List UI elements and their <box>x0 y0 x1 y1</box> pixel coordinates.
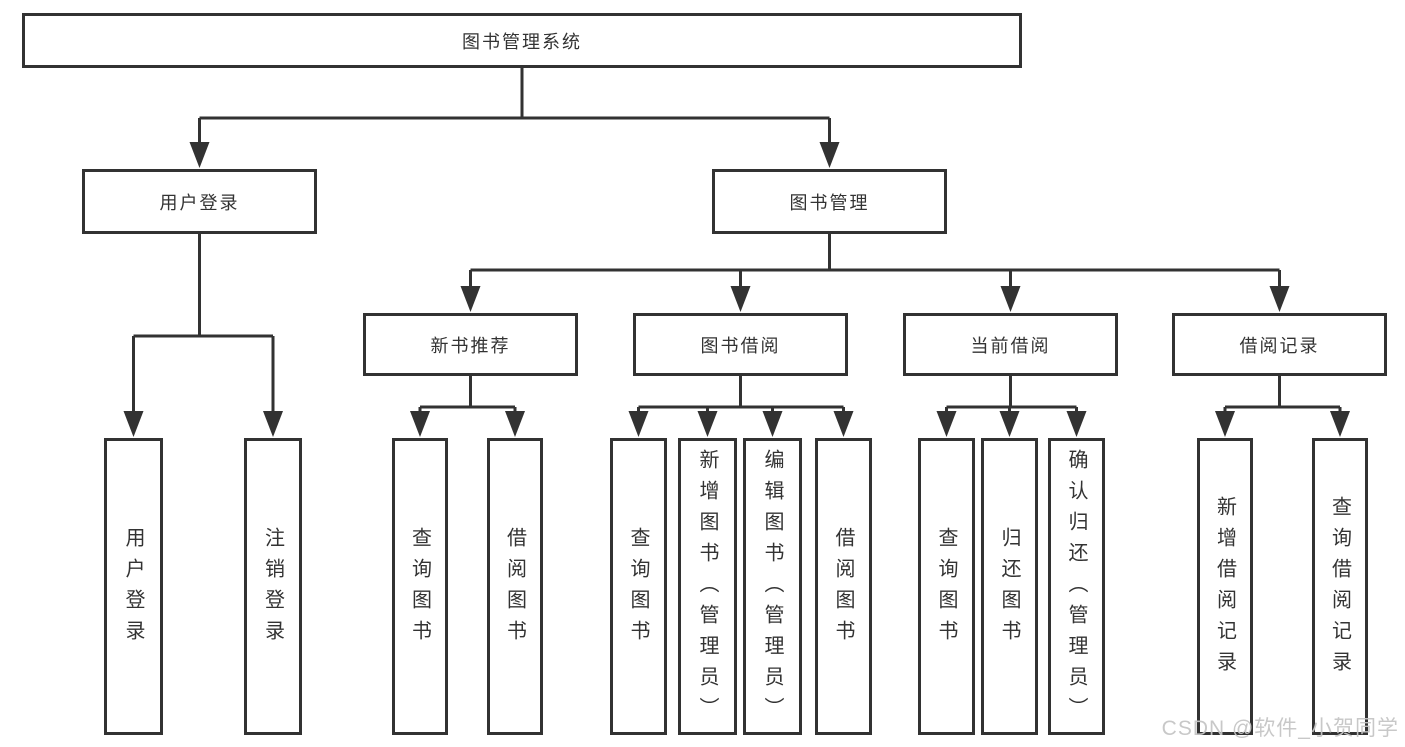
node-library-management-system: 图书管理系统 <box>22 13 1022 68</box>
arrowhead-node-borrow-books-borrowing <box>833 411 854 437</box>
node-confirm-return-admin: 确认归还（管理员） <box>1048 438 1105 735</box>
arrowhead-node-edit-book-admin <box>762 411 783 437</box>
arrowhead-node-current-borrowing <box>1000 286 1021 312</box>
arrowhead-node-logout-leaf <box>263 411 283 437</box>
node-new-book-recommendation: 新书推荐 <box>363 313 578 376</box>
node-return-books: 归还图书 <box>981 438 1038 735</box>
node-borrow-books-borrowing: 借阅图书 <box>815 438 872 735</box>
node-borrow-books-recommend: 借阅图书 <box>487 438 543 735</box>
connector-node-book-management <box>460 234 1290 312</box>
connector-node-user-login-group <box>123 234 283 437</box>
node-add-book-admin: 新增图书（管理员） <box>678 438 737 735</box>
node-logout-leaf: 注销登录 <box>244 438 302 735</box>
arrowhead-node-add-borrowing-record <box>1215 411 1235 437</box>
arrowhead-node-book-borrowing <box>730 286 751 312</box>
connector-node-book-borrowing <box>628 376 854 437</box>
arrowhead-node-confirm-return-admin <box>1066 411 1087 437</box>
node-user-login-leaf: 用户登录 <box>104 438 163 735</box>
arrowhead-node-user-login-leaf <box>123 411 144 437</box>
arrowhead-node-return-books <box>999 411 1020 437</box>
arrowhead-node-user-login-group <box>189 142 210 168</box>
connector-node-new-book-recommendation <box>410 376 525 437</box>
node-borrowing-records: 借阅记录 <box>1172 313 1387 376</box>
connector-node-library-management-system <box>189 68 840 168</box>
watermark: CSDN @软件_小贺同学 <box>1161 717 1399 740</box>
connector-node-current-borrowing <box>936 376 1087 437</box>
arrowhead-node-borrow-books-recommend <box>505 411 525 437</box>
arrowhead-node-query-books-recommend <box>410 411 430 437</box>
node-add-borrowing-record: 新增借阅记录 <box>1197 438 1253 735</box>
node-book-borrowing: 图书借阅 <box>633 313 848 376</box>
arrowhead-node-add-book-admin <box>697 411 718 437</box>
arrowhead-node-borrowing-records <box>1269 286 1290 312</box>
node-edit-book-admin: 编辑图书（管理员） <box>743 438 802 735</box>
node-book-management: 图书管理 <box>712 169 947 234</box>
node-query-borrowing-record: 查询借阅记录 <box>1312 438 1368 735</box>
connector-node-borrowing-records <box>1215 376 1350 437</box>
node-query-books-current: 查询图书 <box>918 438 975 735</box>
arrowhead-node-query-books-current <box>936 411 957 437</box>
node-user-login-group: 用户登录 <box>82 169 317 234</box>
node-current-borrowing: 当前借阅 <box>903 313 1118 376</box>
arrowhead-node-book-management <box>819 142 840 168</box>
node-query-books-recommend: 查询图书 <box>392 438 448 735</box>
arrowhead-node-new-book-recommendation <box>460 286 481 312</box>
arrowhead-node-query-borrowing-record <box>1330 411 1350 437</box>
node-query-books-borrowing: 查询图书 <box>610 438 667 735</box>
arrowhead-node-query-books-borrowing <box>628 411 649 437</box>
